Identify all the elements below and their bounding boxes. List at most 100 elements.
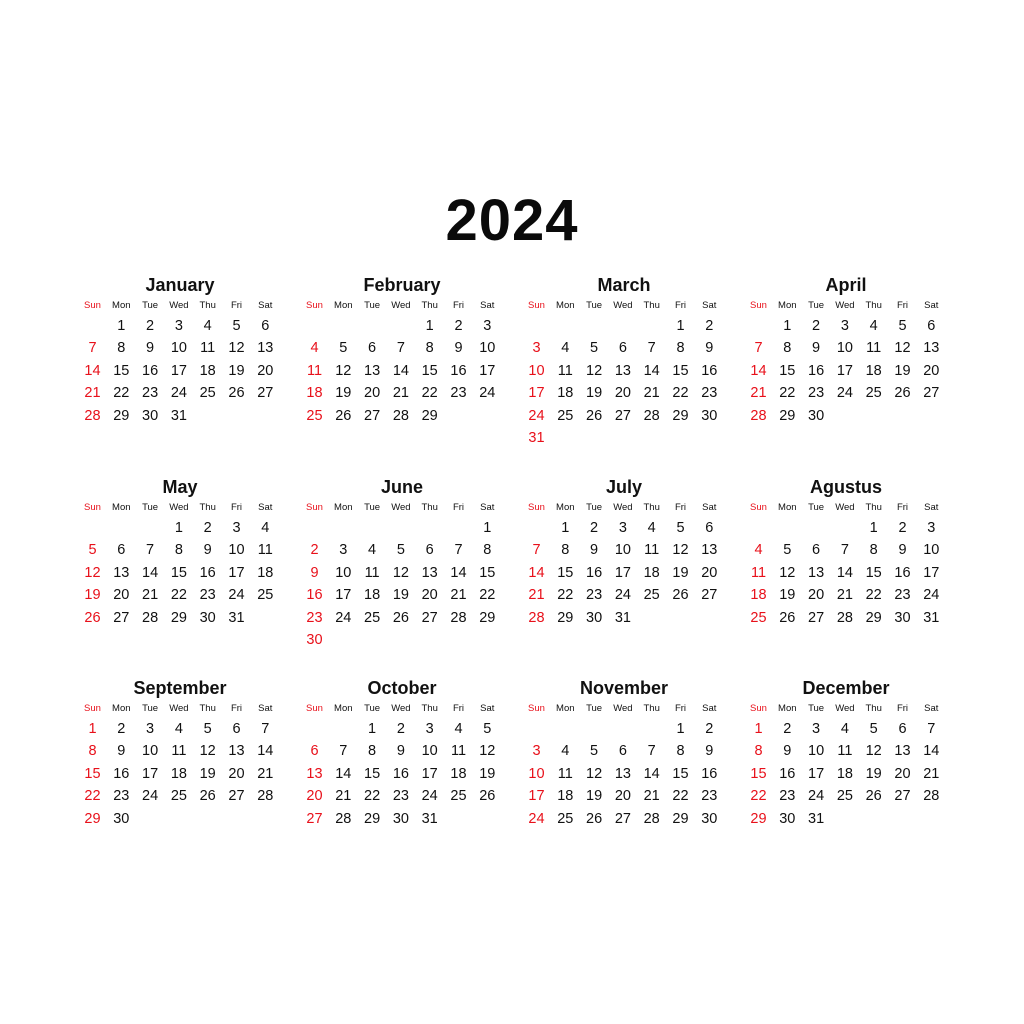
day-cell: 23 [586, 587, 603, 604]
day-cell: 23 [779, 788, 796, 805]
day-cell: 17 [335, 587, 352, 604]
day-cell: 16 [586, 564, 603, 581]
day-cell: 9 [310, 564, 319, 581]
day-cell: 20 [701, 564, 718, 581]
day-cell: 19 [199, 765, 216, 782]
day-cell: 27 [421, 609, 438, 626]
day-cell: 2 [898, 520, 907, 536]
day-cell: 11 [306, 362, 323, 379]
day-cell: 27 [228, 788, 245, 805]
day-cell: 19 [672, 564, 689, 581]
day-cell: 23 [142, 385, 159, 402]
day-cell: 5 [203, 721, 212, 737]
day-cell: 27 [257, 385, 274, 402]
day-cell: 1 [754, 721, 763, 737]
day-cell: 22 [779, 385, 796, 402]
weekday-label-sun: Sun [306, 502, 323, 513]
weekday-label-fri: Fri [674, 502, 687, 513]
month-name: Agustus [810, 477, 882, 497]
day-cell: 12 [779, 564, 796, 581]
day-cell: 30 [392, 810, 409, 827]
day-cell: 11 [837, 743, 853, 760]
day-cell: 17 [228, 564, 245, 581]
day-cell: 21 [142, 587, 159, 604]
day-cell: 26 [894, 385, 911, 402]
day-cell: 30 [894, 609, 911, 626]
day-cell: 9 [898, 542, 907, 559]
weekday-label-tue: Tue [364, 502, 381, 513]
day-cell: 2 [146, 318, 155, 334]
day-cell: 8 [174, 542, 183, 559]
day-cell: 31 [421, 810, 438, 827]
day-cell: 24 [614, 587, 631, 604]
day-cell: 28 [257, 788, 274, 805]
day-cell: 19 [586, 788, 603, 805]
day-cell: 20 [113, 587, 130, 604]
day-cell: 16 [199, 564, 216, 581]
day-cell: 3 [483, 318, 492, 334]
day-cell: 2 [117, 721, 126, 737]
day-cell: 27 [614, 810, 631, 827]
weekday-label-thu: Thu [421, 703, 438, 714]
day-cell: 18 [306, 385, 323, 402]
weekday-label-fri: Fri [452, 502, 465, 513]
day-cell: 10 [228, 542, 245, 559]
day-cell: 22 [557, 587, 574, 604]
day-cell: 10 [142, 743, 159, 760]
day-cell: 15 [672, 362, 689, 379]
day-cell: 24 [479, 385, 496, 402]
day-cell: 16 [701, 362, 718, 379]
day-cell: 29 [170, 609, 187, 626]
day-cell: 31 [923, 609, 940, 626]
day-cell: 18 [257, 564, 274, 581]
day-cell: 15 [779, 362, 796, 379]
day-cell: 14 [84, 362, 101, 379]
weekday-label-sun: Sun [750, 300, 767, 311]
weekday-label-sun: Sun [84, 300, 101, 311]
day-cell: 19 [586, 385, 603, 402]
day-cell: 1 [88, 721, 97, 737]
day-cell: 17 [528, 385, 545, 402]
day-cell: 3 [425, 721, 434, 737]
day-cell: 6 [898, 721, 907, 737]
day-cell: 1 [783, 318, 792, 334]
day-cell: 26 [479, 788, 496, 805]
day-cell: 30 [199, 609, 216, 626]
weekday-label-sun: Sun [306, 300, 323, 311]
weekday-label-mon: Mon [334, 300, 353, 311]
day-cell: 8 [783, 340, 792, 357]
day-cell: 3 [146, 721, 155, 737]
day-cell: 18 [364, 587, 381, 604]
day-cell: 18 [750, 587, 767, 604]
day-cell: 24 [836, 385, 853, 402]
day-cell: 20 [808, 587, 825, 604]
weekday-label-thu: Thu [865, 300, 882, 311]
day-cell: 25 [557, 810, 574, 827]
day-cell: 21 [643, 788, 660, 805]
day-cell: 2 [705, 721, 714, 737]
weekday-label-sat: Sat [258, 300, 273, 311]
day-cell: 26 [335, 407, 352, 424]
weekday-label-sat: Sat [480, 703, 495, 714]
weekday-label-wed: Wed [613, 300, 633, 311]
day-cell: 25 [257, 587, 274, 604]
weekday-label-sat: Sat [258, 703, 273, 714]
day-cell: 18 [170, 765, 187, 782]
weekday-label-thu: Thu [421, 502, 438, 513]
day-cell: 9 [454, 340, 463, 357]
day-cell: 24 [808, 788, 825, 805]
day-cell: 26 [84, 609, 101, 626]
day-cell: 14 [450, 564, 467, 581]
weekday-label-thu: Thu [865, 703, 882, 714]
day-cell: 4 [754, 542, 763, 559]
day-cell: 27 [701, 587, 718, 604]
day-cell: 1 [425, 318, 434, 334]
day-cell: 29 [113, 407, 130, 424]
day-cell: 11 [644, 542, 660, 559]
day-cell: 8 [676, 743, 685, 760]
day-cell: 23 [392, 788, 409, 805]
weekday-label-thu: Thu [199, 300, 216, 311]
weekday-label-sat: Sat [258, 502, 273, 513]
day-cell: 29 [364, 810, 381, 827]
day-cell: 21 [257, 765, 274, 782]
